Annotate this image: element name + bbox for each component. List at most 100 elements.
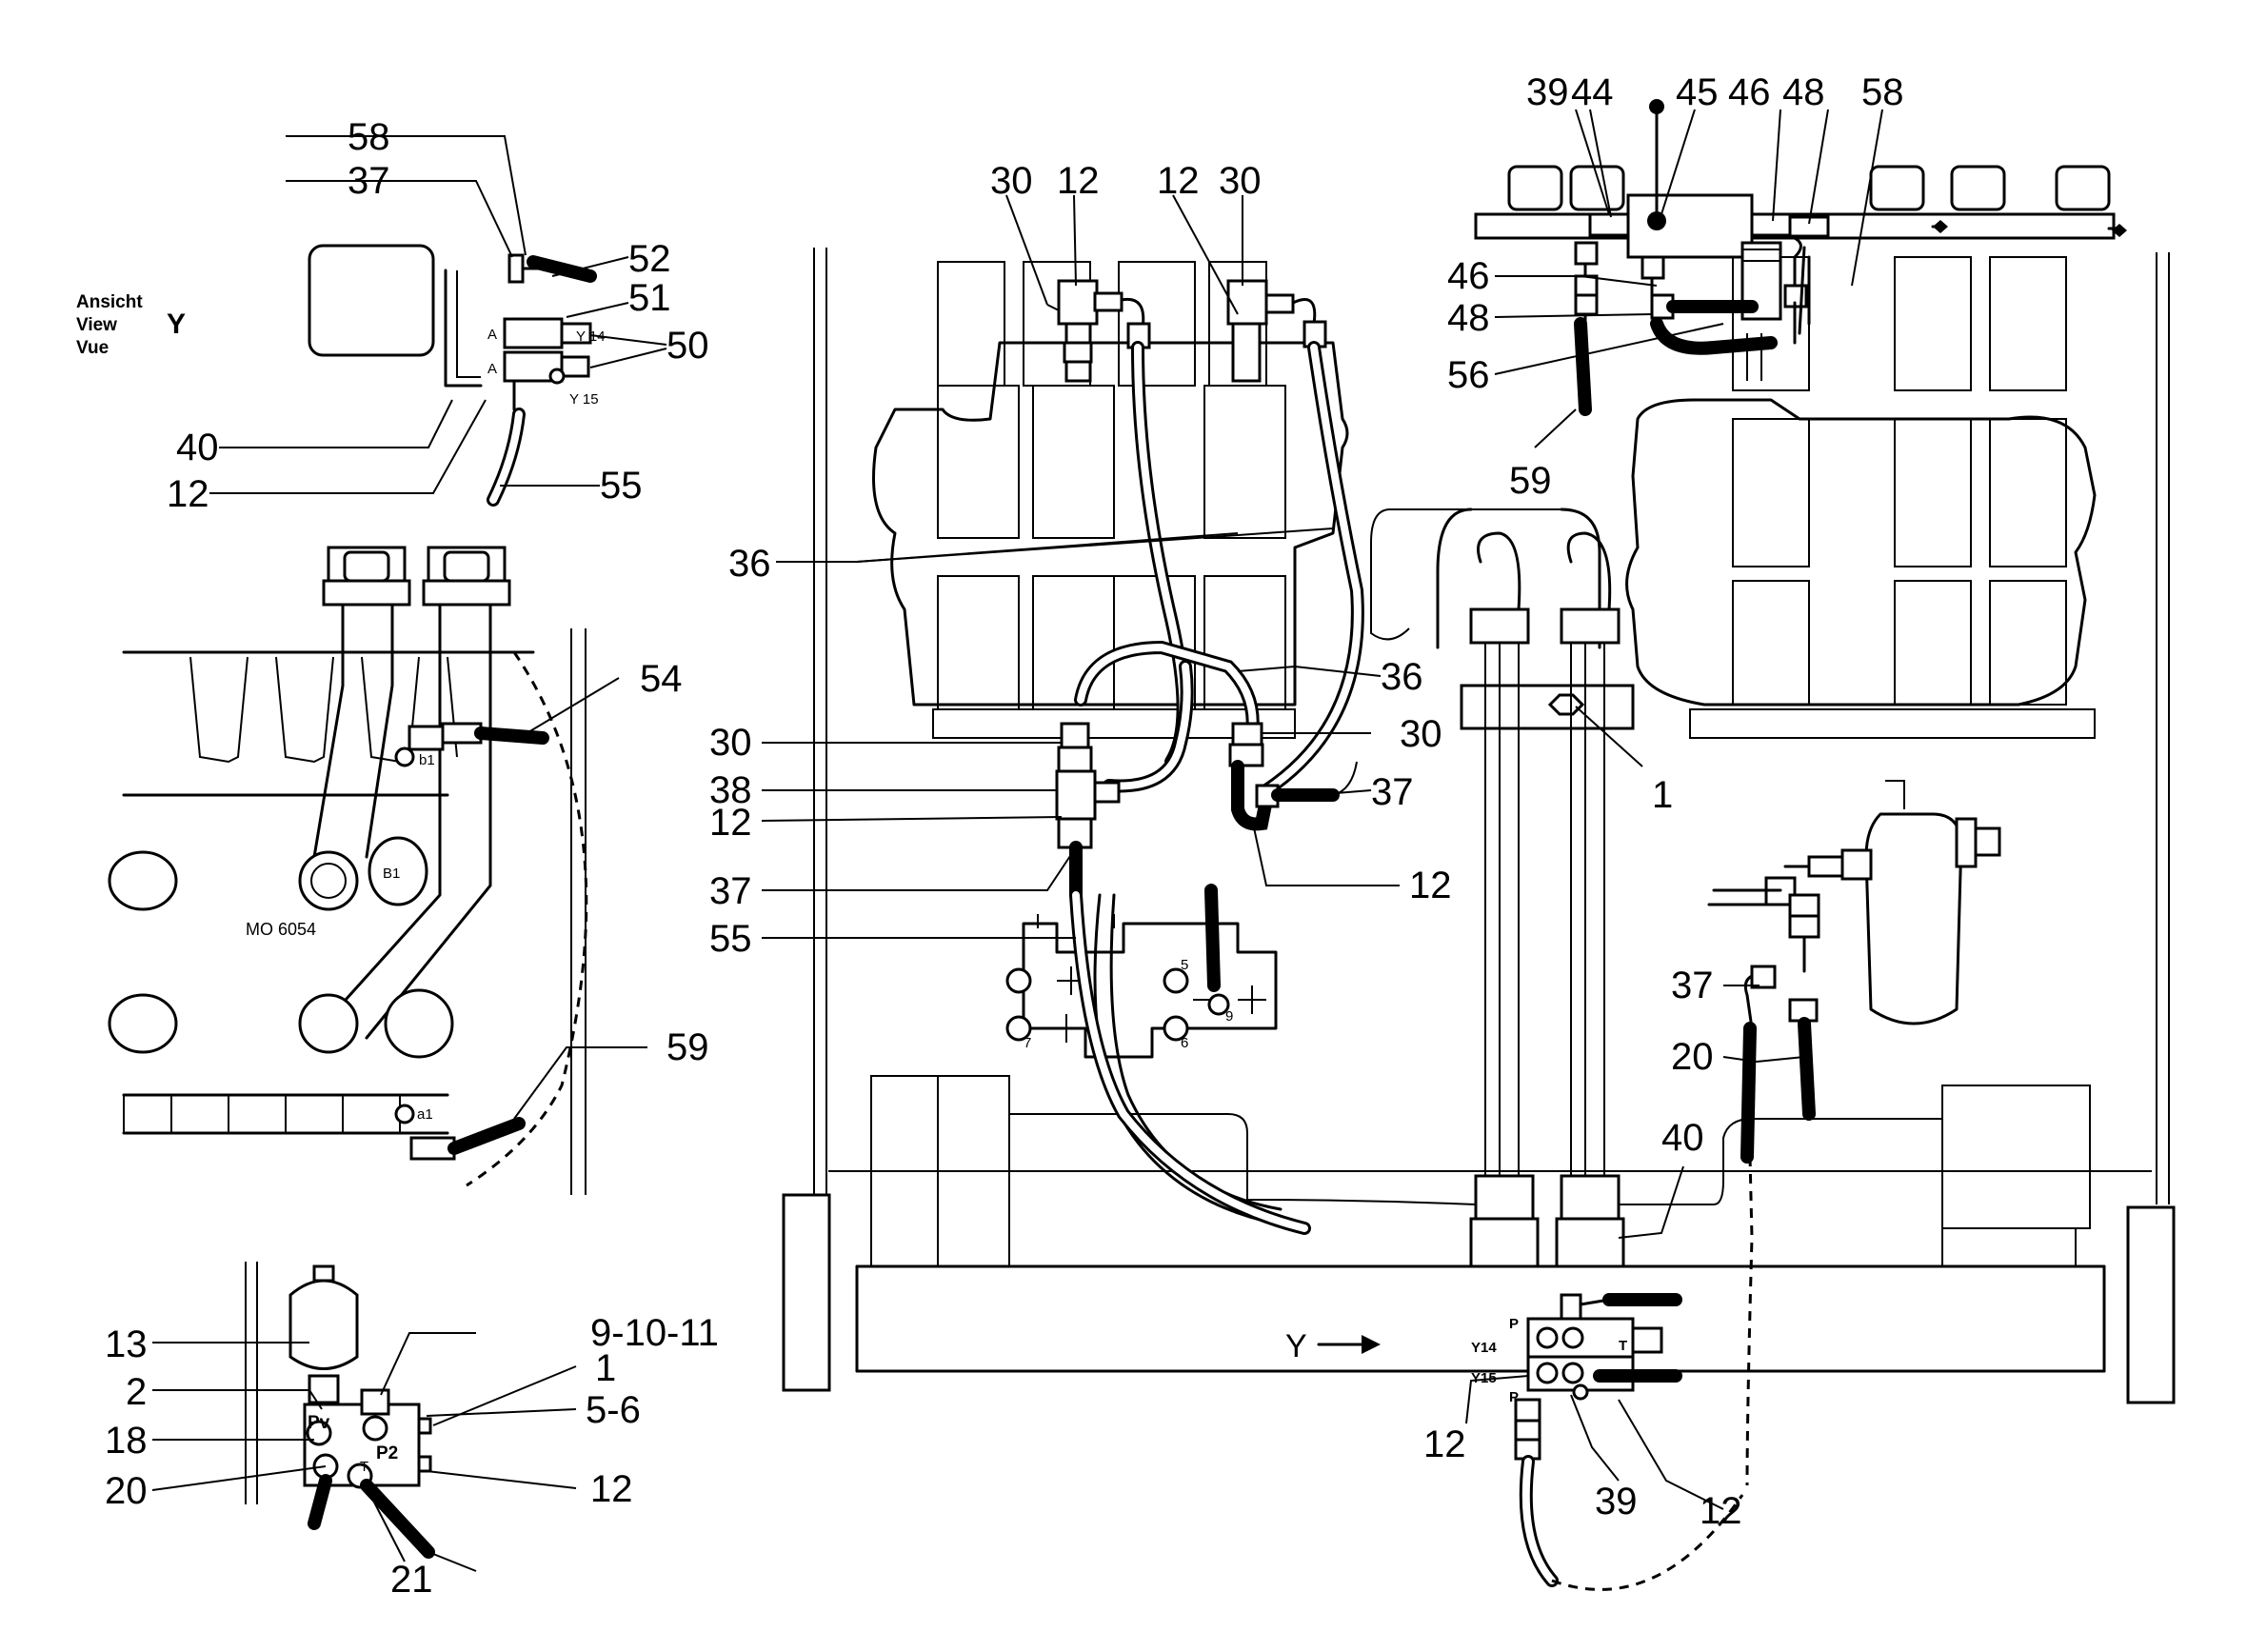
svg-text:12: 12 — [1700, 1490, 1742, 1532]
fitting-30-upper-left — [1057, 279, 1124, 383]
svg-text:39: 39 — [1526, 71, 1569, 113]
svg-text:a1: a1 — [417, 1106, 433, 1123]
port-b1-plug — [368, 836, 428, 906]
label-y15b: Y15 — [1471, 1370, 1497, 1386]
svg-text:37: 37 — [709, 870, 752, 912]
right-frame-post — [2156, 252, 2170, 1204]
svg-text:46: 46 — [1447, 255, 1490, 297]
svg-text:9-10-11: 9-10-11 — [590, 1312, 719, 1354]
svg-text:58: 58 — [1861, 71, 1904, 113]
svg-text:48: 48 — [1447, 297, 1490, 339]
svg-text:A: A — [487, 327, 497, 343]
svg-text:12: 12 — [590, 1468, 633, 1510]
svg-text:54: 54 — [640, 658, 683, 700]
svg-text:58: 58 — [348, 116, 390, 158]
svg-text:B1: B1 — [383, 866, 400, 882]
svg-text:46: 46 — [1728, 71, 1771, 113]
svg-text:50: 50 — [666, 325, 709, 367]
svg-text:12: 12 — [1423, 1423, 1466, 1465]
view-y-inset: Ansicht View Vue Y A A Y 14 Y 15 58 37 5… — [76, 116, 709, 515]
engine-block-inset: B1 MO 6054 b1 a1 54 59 — [108, 546, 709, 1195]
right-foot — [2126, 1205, 2176, 1404]
svg-text:51: 51 — [628, 277, 671, 319]
main-assembly: 5 6 7 9 — [709, 71, 2176, 1591]
view-letter: Y — [167, 309, 186, 340]
accumulator-13 — [288, 1279, 359, 1370]
svg-text:30: 30 — [1400, 713, 1442, 755]
svg-text:21: 21 — [390, 1559, 433, 1601]
svg-text:36: 36 — [728, 543, 771, 585]
left-frame-post — [813, 248, 827, 1200]
svg-text:30: 30 — [1219, 160, 1262, 202]
svg-text:44: 44 — [1571, 71, 1614, 113]
right-engine-block — [1625, 398, 2097, 707]
svg-text:59: 59 — [666, 1026, 709, 1068]
control-valve-45 — [1626, 193, 1754, 259]
svg-text:39: 39 — [1595, 1481, 1638, 1523]
svg-text:20: 20 — [1671, 1036, 1714, 1078]
svg-text:45: 45 — [1676, 71, 1719, 113]
svg-text:12: 12 — [1409, 865, 1452, 906]
svg-text:2: 2 — [126, 1371, 147, 1413]
fitting-30-upper-right — [1226, 279, 1295, 383]
svg-text:P: P — [1509, 1316, 1519, 1332]
svg-text:9: 9 — [1225, 1008, 1233, 1025]
frame-rail — [570, 628, 587, 1195]
svg-text:Pv: Pv — [308, 1413, 330, 1433]
svg-text:37: 37 — [348, 160, 390, 202]
svg-text:T: T — [360, 1459, 368, 1475]
pipe-left — [1484, 643, 1520, 1181]
svg-text:13: 13 — [105, 1324, 148, 1365]
view-label-fr: Vue — [76, 338, 109, 358]
accumulator-inset: Pv P2 T 13 2 18 20 9-10-11 1 5-6 12 21 — [105, 1262, 719, 1601]
svg-text:A: A — [487, 361, 497, 377]
bottom-valve-block: P P T T Y14 Y15 — [1471, 1293, 1663, 1461]
svg-text:b1: b1 — [419, 752, 435, 768]
svg-text:1: 1 — [1652, 774, 1673, 816]
svg-text:55: 55 — [709, 918, 752, 960]
svg-text:P: P — [1509, 1389, 1519, 1405]
svg-text:20: 20 — [105, 1470, 148, 1512]
bracket-40 — [444, 269, 483, 388]
svg-text:40: 40 — [176, 427, 219, 468]
svg-text:T: T — [1619, 1338, 1627, 1354]
svg-text:7: 7 — [1024, 1035, 1031, 1051]
tee-fitting-38 — [1055, 722, 1121, 849]
svg-text:59: 59 — [1509, 460, 1552, 502]
svg-text:56: 56 — [1447, 354, 1490, 396]
svg-text:12: 12 — [1157, 160, 1200, 202]
view-label-de: Ansicht — [76, 292, 143, 312]
view-arrow-label: Y — [1285, 1328, 1307, 1364]
svg-text:52: 52 — [628, 238, 671, 280]
bracket-1 — [1460, 684, 1635, 730]
manifold-block — [1022, 922, 1278, 1059]
label-y14: Y 14 — [576, 328, 606, 345]
svg-text:55: 55 — [600, 465, 643, 507]
tank-outline — [308, 244, 435, 357]
svg-text:30: 30 — [990, 160, 1033, 202]
svg-text:37: 37 — [1671, 965, 1714, 1006]
svg-text:30: 30 — [709, 722, 752, 764]
left-foot — [782, 1193, 831, 1392]
svg-text:37: 37 — [1371, 771, 1414, 813]
engine-code: MO 6054 — [246, 920, 316, 939]
svg-text:12: 12 — [167, 473, 209, 515]
svg-text:36: 36 — [1381, 656, 1423, 698]
svg-text:12: 12 — [709, 802, 752, 844]
svg-text:5: 5 — [1181, 957, 1188, 973]
filter-unit — [1864, 812, 1963, 1025]
left-engine-block — [872, 341, 1349, 707]
svg-text:48: 48 — [1782, 71, 1825, 113]
label-y15: Y 15 — [569, 391, 599, 408]
fitting-37 — [507, 253, 525, 284]
svg-text:6: 6 — [1181, 1035, 1188, 1051]
label-y14b: Y14 — [1471, 1340, 1497, 1356]
elbow-fitting-30-37 — [1228, 722, 1280, 831]
svg-text:P2: P2 — [376, 1443, 398, 1463]
view-label-en: View — [76, 315, 117, 335]
svg-text:5-6: 5-6 — [586, 1389, 641, 1431]
svg-text:12: 12 — [1057, 160, 1100, 202]
svg-text:1: 1 — [595, 1347, 616, 1389]
svg-text:18: 18 — [105, 1420, 148, 1462]
